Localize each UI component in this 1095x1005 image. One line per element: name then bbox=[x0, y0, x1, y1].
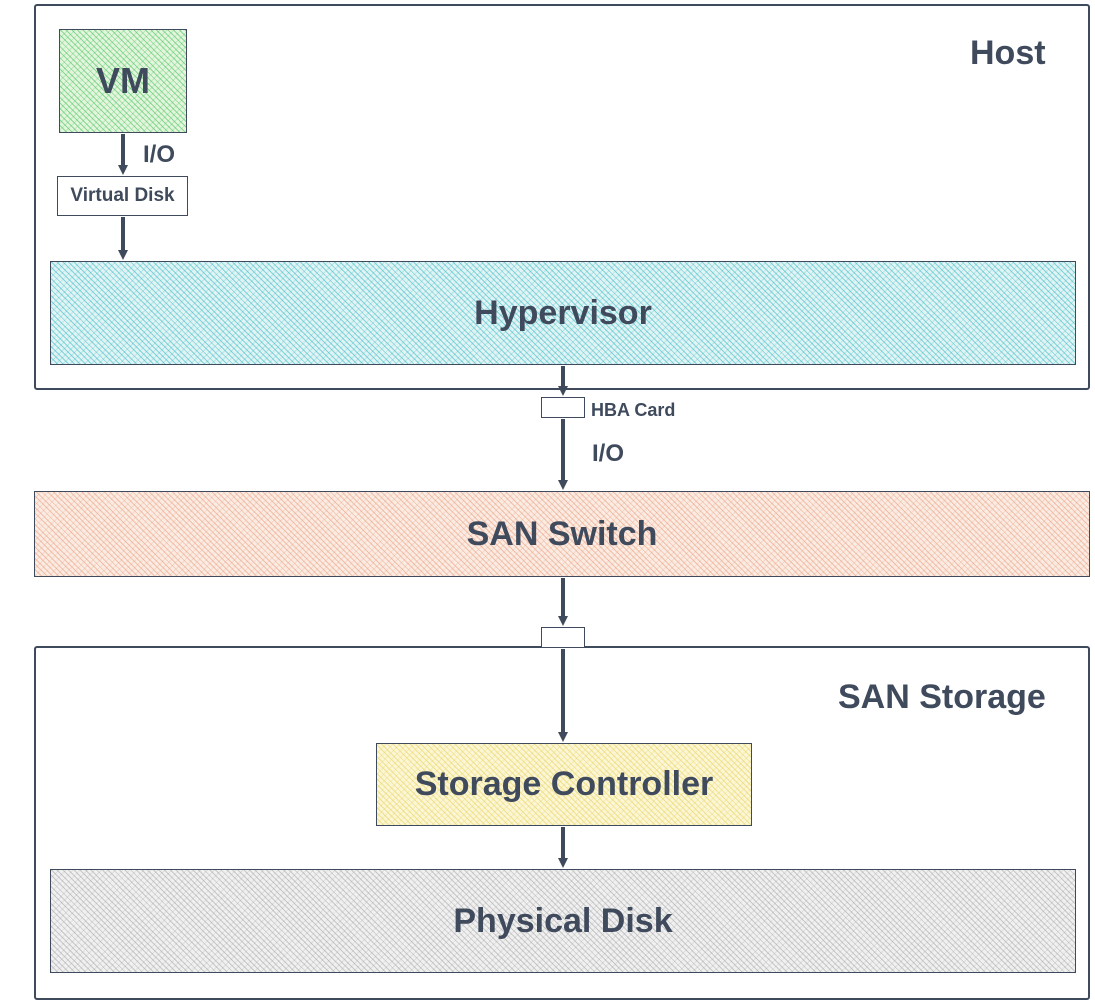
io-label-san: I/O bbox=[592, 440, 625, 467]
virtual-disk-box: Virtual Disk bbox=[57, 176, 188, 216]
san-switch-label: SAN Switch bbox=[466, 514, 658, 553]
hba-card-label: HBA Card bbox=[591, 400, 676, 420]
hypervisor-label: Hypervisor bbox=[474, 293, 652, 332]
storage-port bbox=[541, 627, 585, 648]
vm-label: VM bbox=[96, 60, 150, 101]
vm-box: VM bbox=[59, 29, 187, 133]
san-storage-label: SAN Storage bbox=[838, 678, 1046, 716]
storage-controller-label: Storage Controller bbox=[414, 765, 714, 803]
io-label-vm: I/O bbox=[143, 141, 176, 168]
san-switch-box: SAN Switch bbox=[34, 491, 1090, 577]
storage-controller-box: Storage Controller bbox=[376, 743, 752, 826]
physical-disk-box: Physical Disk bbox=[50, 869, 1076, 973]
physical-disk-label: Physical Disk bbox=[453, 901, 673, 940]
virtual-disk-label: Virtual Disk bbox=[70, 185, 175, 206]
hypervisor-box: Hypervisor bbox=[50, 261, 1076, 365]
host-label: Host bbox=[970, 34, 1046, 72]
hba-card-port bbox=[541, 397, 585, 418]
